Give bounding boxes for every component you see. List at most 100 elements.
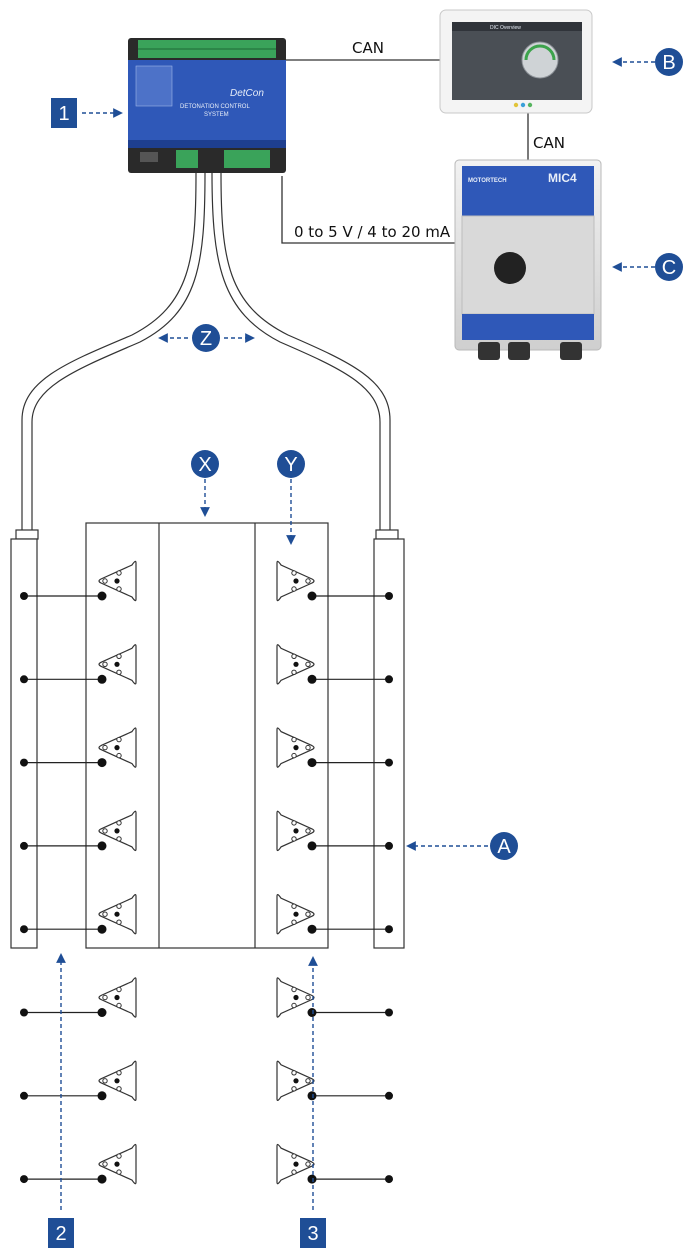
left-cylinder-head-bolt [116, 986, 122, 993]
mic4-brand: MOTORTECH [468, 178, 507, 184]
right-cylinder-head-bolt [305, 994, 311, 1001]
left-cylinder-head-bolt [102, 744, 108, 751]
marker-3-label: 3 [307, 1223, 318, 1245]
left-knock-sensor [97, 841, 107, 851]
left-knock-sensor [97, 591, 107, 601]
can-label-top: CAN [352, 39, 384, 57]
left-cylinder-head-bolt [116, 586, 122, 592]
analog-signal-line [281, 176, 455, 244]
right-cylinder-head-bolt [291, 836, 297, 842]
left-rail-tap [20, 1175, 28, 1184]
left-cylinder-head-bolt [116, 570, 122, 576]
right-cylinder-head-center [293, 1161, 299, 1167]
right-cylinder-head-bolt [291, 586, 297, 592]
right-rail-tap [385, 1008, 393, 1017]
marker-x-label: X [198, 454, 211, 476]
sensor-rails [10, 529, 405, 949]
left-cylinder-head-bolt [102, 1161, 108, 1167]
display-screen-title: DIC Overview [490, 25, 521, 31]
right-cylinder-head-bolt [291, 1002, 297, 1009]
marker-2-label: 2 [55, 1223, 66, 1245]
right-cylinder-head-bolt [291, 820, 297, 826]
left-cylinder-head-bolt [116, 1002, 122, 1009]
display-screen [452, 22, 582, 100]
left-cylinder-head-bolt [102, 994, 108, 1001]
touch-display: DIC Overview [439, 9, 593, 114]
right-cylinder-head-bolt [305, 1078, 311, 1084]
right-cylinder-head-bolt [291, 919, 297, 925]
right-rail-tap [385, 592, 393, 600]
left-cylinder-head-bolt [102, 661, 108, 667]
left-knock-sensor [97, 674, 107, 684]
cable-left-inner [31, 172, 206, 530]
marker-1-label: 1 [58, 103, 69, 125]
marker-arrows [56, 57, 655, 1210]
right-knock-sensor [307, 841, 317, 851]
right-cylinder-head-bolt [291, 669, 297, 675]
right-cylinder-head-bolt [305, 578, 311, 584]
right-rail-connector [375, 529, 399, 540]
right-cylinder-head-bolt [291, 736, 297, 743]
left-rail-tap [20, 925, 28, 934]
left-cylinder-head-bolt [116, 1169, 122, 1175]
left-cylinder-head-center [114, 745, 120, 751]
detonation-control-unit: DetCon DETONATION CONTROL SYSTEM [128, 38, 286, 173]
right-rail-tap [385, 758, 393, 767]
left-cylinder-head-center [114, 1078, 120, 1084]
right-cylinder-head-bolt [305, 661, 311, 667]
cable-right-outer [220, 172, 391, 530]
marker-y-badge [277, 450, 305, 478]
marker-z-label: Z [200, 328, 212, 350]
right-cylinder-head-center [293, 578, 299, 584]
right-cylinder-head-bolt [305, 828, 311, 834]
left-rail-tap [20, 1008, 28, 1017]
marker-y-label: Y [284, 454, 297, 476]
marker-z-badge [192, 324, 220, 352]
right-knock-sensor [307, 1174, 317, 1184]
unit-title-line2: SYSTEM [204, 112, 229, 118]
left-cylinder-head-bolt [102, 578, 108, 584]
unit-bottom-strip [128, 140, 286, 148]
left-rail-connector [15, 529, 39, 540]
right-cylinder-head-bolt [291, 1086, 297, 1092]
left-cylinder-head-center [114, 828, 120, 834]
right-cylinder-head-bolt [291, 570, 297, 576]
cable-right-inner [211, 172, 381, 530]
right-cylinder-head-bolt [291, 1169, 297, 1175]
right-knock-sensor [307, 674, 317, 684]
marker-c-badge [655, 253, 683, 281]
right-cylinder-head-center [293, 994, 299, 1001]
left-rail-tap [20, 841, 28, 850]
right-knock-sensor [307, 924, 317, 934]
left-cylinder-head-bolt [116, 1153, 122, 1159]
left-cylinder-head-bolt [102, 911, 108, 917]
right-cylinder-head-center [293, 828, 299, 834]
left-knock-sensor [97, 1008, 107, 1017]
left-rail-tap [20, 1091, 28, 1100]
left-cylinder-head-bolt [116, 736, 122, 743]
left-rail-tap [20, 592, 28, 600]
left-cylinder-head-center [114, 661, 120, 667]
left-cylinder-head-bolt [116, 836, 122, 842]
marker-a-badge [490, 832, 518, 860]
right-knock-sensor [307, 591, 317, 601]
marker-x-badge [191, 450, 219, 478]
right-cylinder-head-center [293, 745, 299, 751]
right-rail-tap [385, 925, 393, 934]
right-cylinder-head-center [293, 1078, 299, 1084]
marker-1-badge [51, 98, 77, 128]
marker-b-badge [655, 48, 683, 76]
sensor-cables [21, 172, 391, 530]
unit-title-line1: DETONATION CONTROL [180, 104, 250, 110]
mic4-bottom-panel [462, 314, 594, 340]
left-knock-sensor [97, 1091, 107, 1101]
marker-a-label: A [497, 836, 511, 858]
right-cylinder-head-bolt [305, 1161, 311, 1167]
left-cylinder-head-bolt [116, 820, 122, 826]
left-knock-sensor [97, 758, 107, 768]
right-cylinder-head-bolt [291, 1070, 297, 1076]
left-knock-sensor [97, 1174, 107, 1184]
marker-c-label: C [662, 257, 676, 279]
mic4-top-panel [462, 166, 594, 216]
